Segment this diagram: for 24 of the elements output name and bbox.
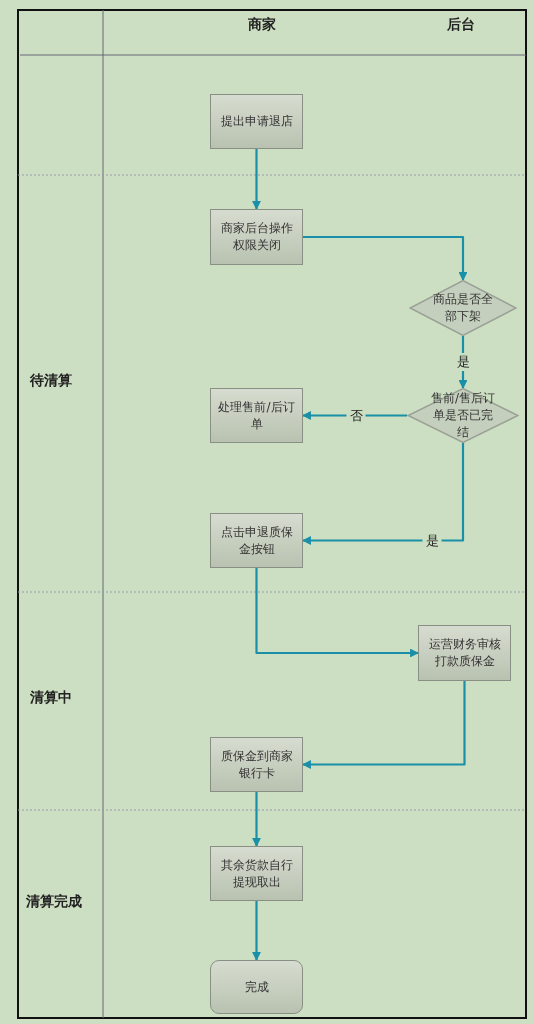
edge-label: 是	[422, 532, 442, 550]
phase-label: 清算完成	[26, 893, 82, 911]
phase-label: 待清算	[30, 372, 72, 390]
arrow	[255, 568, 419, 658]
arrow	[252, 792, 261, 847]
arrow	[303, 235, 468, 281]
end-box: 完成	[210, 960, 303, 1014]
process-box: 其余货款自行提现取出	[210, 846, 303, 901]
column-header: 商家	[248, 16, 276, 34]
process-box: 运营财务审核打款质保金	[418, 625, 511, 681]
process-box: 处理售前/后订单	[210, 388, 303, 443]
arrow	[302, 681, 466, 769]
process-box: 质保金到商家银行卡	[210, 737, 303, 792]
decision-diamond: 售前/售后订单是否已完结	[407, 388, 519, 443]
process-box: 提出申请退店	[210, 94, 303, 149]
process-box: 点击申退质保金按钮	[210, 513, 303, 568]
process-box: 商家后台操作权限关闭	[210, 209, 303, 265]
arrow	[252, 149, 261, 210]
edge-label: 否	[346, 407, 366, 425]
column-header: 后台	[447, 16, 475, 34]
decision-diamond: 商品是否全部下架	[409, 280, 517, 336]
arrow	[302, 443, 465, 545]
arrow	[252, 901, 261, 961]
phase-label: 清算中	[30, 689, 72, 707]
